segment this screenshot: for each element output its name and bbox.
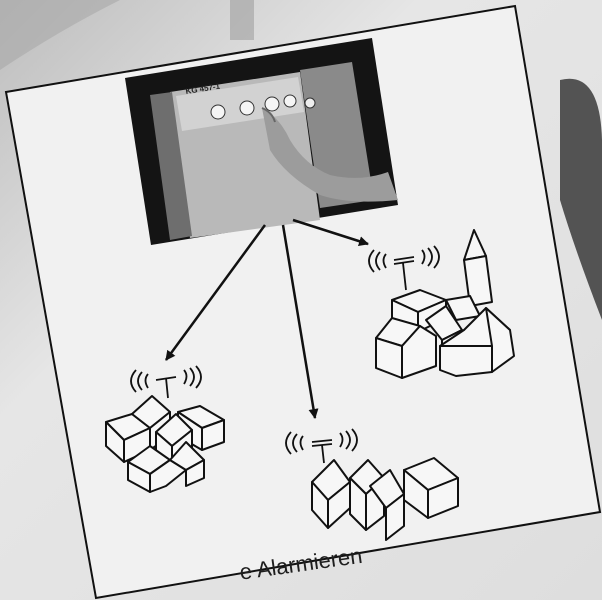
alarm-diagram: KG 457-1 xyxy=(0,0,602,600)
